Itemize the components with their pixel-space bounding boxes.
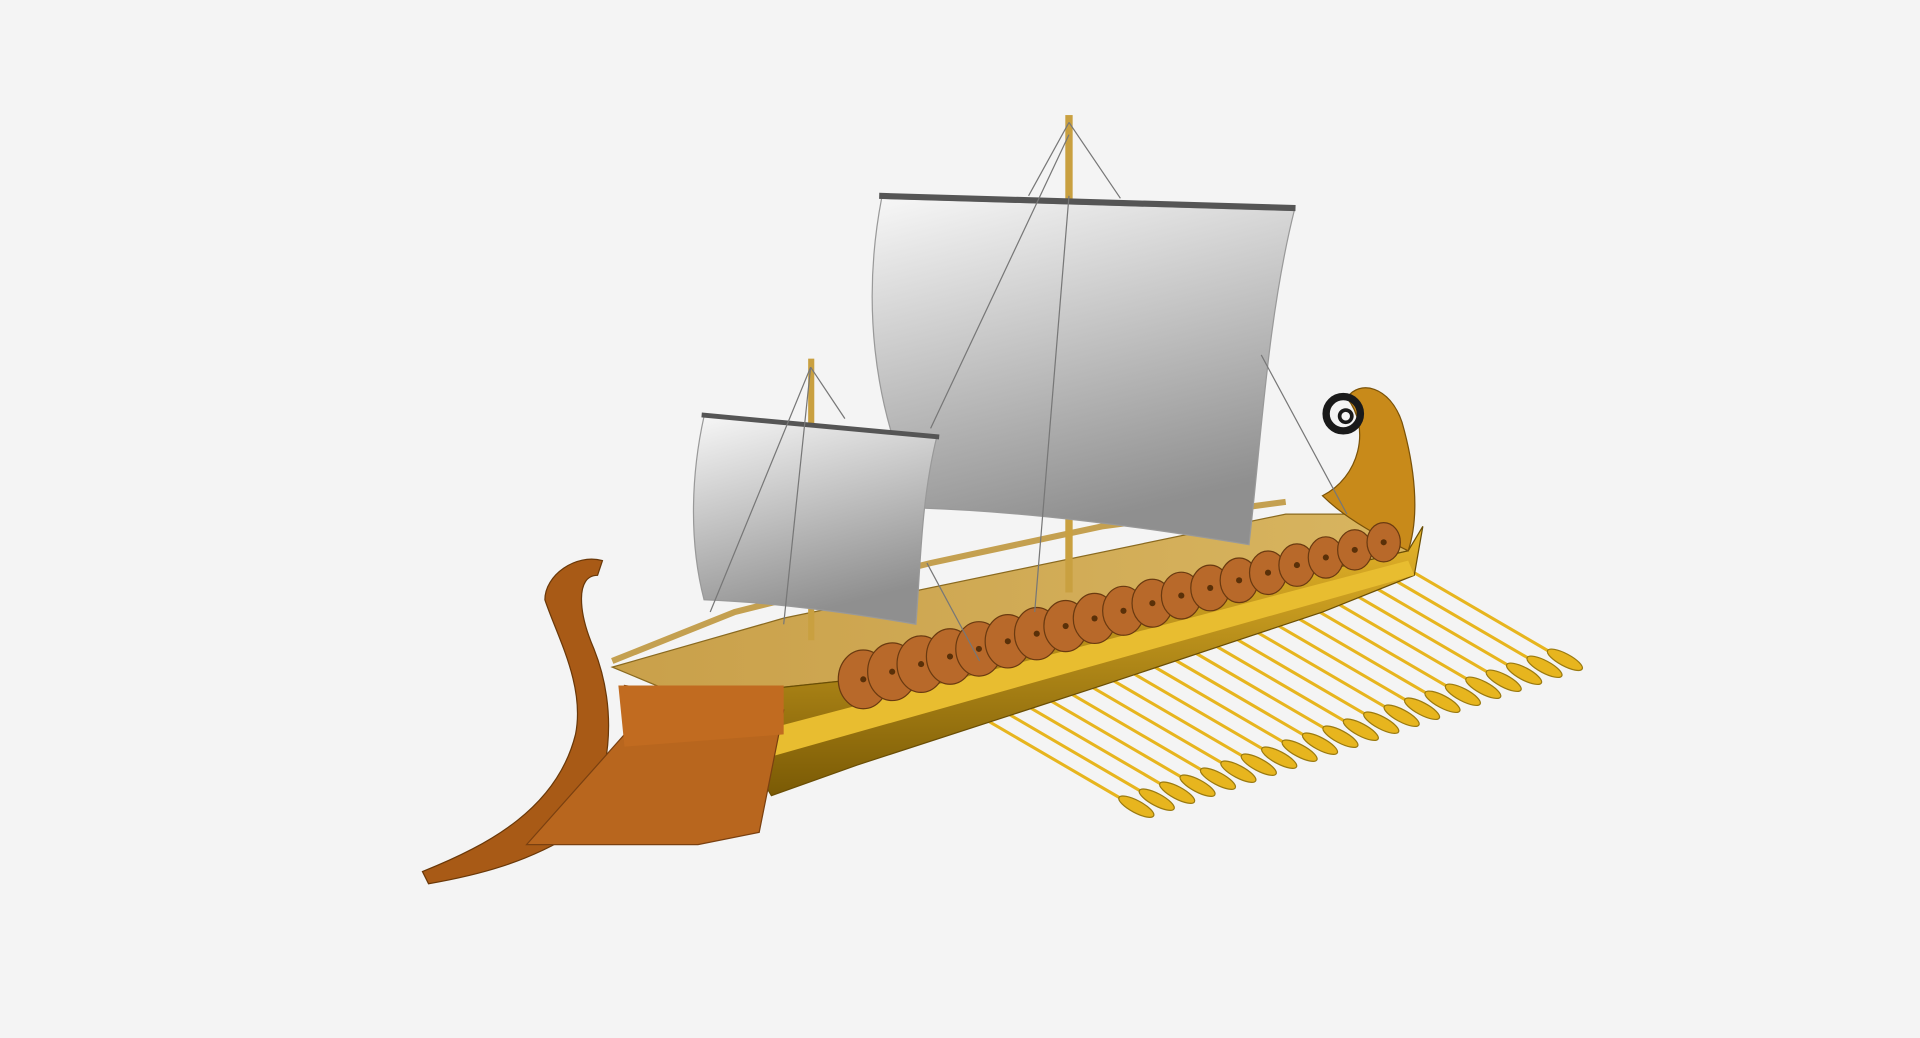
oar-shaft — [1121, 665, 1271, 755]
oar-shaft — [1101, 672, 1250, 762]
oar-shaft — [1060, 686, 1209, 776]
oar-shaft — [1142, 658, 1291, 748]
shields — [837, 522, 1401, 710]
oar-blade — [1322, 725, 1359, 748]
oar-shaft — [1325, 595, 1475, 685]
oar-shaft — [1040, 693, 1189, 783]
shield-boss — [1264, 569, 1272, 576]
oar-blade — [1240, 753, 1277, 776]
shield-boss — [1236, 577, 1243, 584]
oar-blade — [1485, 669, 1522, 693]
oar-shaft — [999, 707, 1148, 797]
oar-blade — [1158, 781, 1196, 804]
oar-blade — [1505, 662, 1543, 686]
oar-blade — [1465, 676, 1502, 700]
oar-blade — [1118, 795, 1155, 818]
oar-blade — [1179, 774, 1216, 797]
fore-yard — [701, 412, 940, 440]
shield-boss — [1207, 584, 1214, 592]
oar-shaft — [1019, 700, 1169, 790]
oar-shaft — [1244, 623, 1393, 713]
oar-shaft — [1386, 574, 1536, 664]
oar-blade — [1301, 732, 1339, 755]
fore-sail — [692, 415, 938, 625]
oar-blade — [1261, 746, 1298, 769]
shield-boss — [1033, 630, 1040, 637]
stern-deck-face — [618, 685, 784, 747]
oar-shaft — [1264, 616, 1414, 706]
oar-shaft — [1162, 651, 1311, 741]
oar-blade — [1444, 683, 1482, 707]
shield-boss — [918, 661, 925, 668]
shield-boss — [1322, 554, 1329, 561]
oar-blade — [1220, 760, 1257, 783]
oars — [978, 567, 1584, 818]
oar-shaft — [1203, 637, 1352, 727]
shield-boss — [1380, 539, 1387, 546]
oar-shaft — [1366, 581, 1516, 671]
shield-boss — [1120, 607, 1127, 614]
shield-boss — [1062, 622, 1069, 630]
main-yard — [879, 192, 1296, 212]
shield-boss — [1351, 546, 1358, 553]
shield-boss — [1091, 615, 1098, 622]
oar-blade — [1281, 739, 1318, 762]
shield-boss — [1004, 638, 1011, 645]
oar-blade — [1199, 767, 1237, 790]
shield-boss — [889, 668, 896, 675]
main-sail — [871, 197, 1296, 546]
oar-shaft — [1407, 567, 1556, 657]
oar-shaft — [1223, 630, 1373, 720]
shield-boss — [1178, 592, 1185, 599]
shield-boss — [1293, 562, 1300, 569]
outrigger — [746, 560, 1415, 757]
shield-boss — [1149, 600, 1156, 607]
oar-blade — [1383, 704, 1420, 728]
oar-shaft — [978, 714, 1128, 804]
oar-blade — [1546, 648, 1584, 672]
oar-blade — [1526, 655, 1563, 679]
oar-blade — [1138, 788, 1175, 811]
shield-boss — [946, 653, 954, 660]
oar-shaft — [1284, 609, 1434, 699]
shield-boss — [860, 676, 867, 683]
oar-shaft — [1182, 644, 1332, 734]
bow-scroll-icon — [1322, 392, 1365, 435]
oar-shaft — [1305, 602, 1454, 692]
rigging — [709, 122, 1348, 662]
oar-blade — [1363, 711, 1400, 734]
oar-blade — [1424, 690, 1461, 714]
oar-shaft — [1080, 679, 1230, 769]
oar-shaft — [1346, 588, 1495, 678]
shield-boss — [975, 645, 982, 652]
oar-blade — [1403, 697, 1441, 721]
oar-blade — [1342, 718, 1379, 741]
